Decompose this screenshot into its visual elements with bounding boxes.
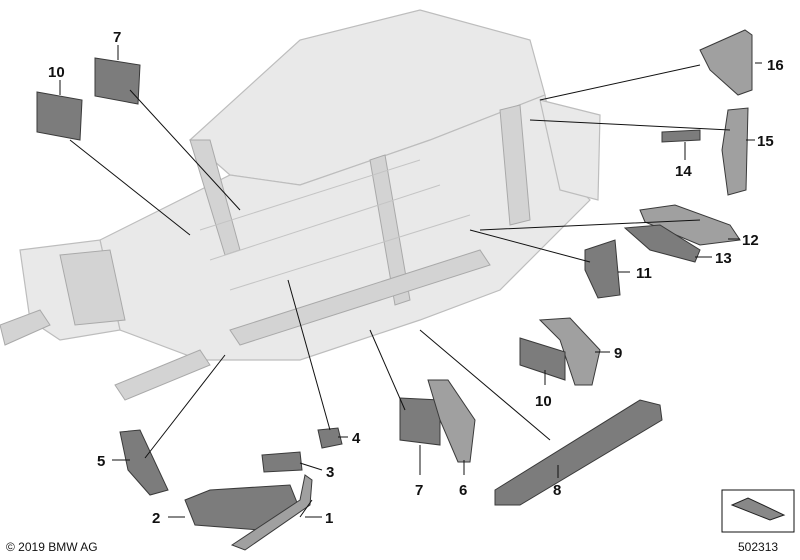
part-16-trim	[699, 29, 753, 96]
part-13-rail	[623, 224, 701, 263]
callout-14: 14	[675, 163, 692, 180]
callout-9: 9	[614, 345, 622, 362]
callout-3: 3	[326, 464, 334, 481]
callout-12: 12	[742, 232, 759, 249]
part-10b-panel	[519, 337, 566, 381]
part-3-connector	[261, 451, 303, 473]
copyright-notice: © 2019 BMW AG	[6, 540, 98, 554]
callouts: 1 2 3 4 5 6 7 7 8 9 10 10 11 12 13 14 15…	[48, 29, 784, 527]
part-9-cover	[538, 317, 601, 386]
callout-11: 11	[636, 265, 652, 282]
part-7b-panel	[399, 397, 441, 446]
part-8-sill-rail	[494, 399, 663, 506]
part-1-strip	[230, 474, 313, 551]
callout-7a: 7	[113, 29, 121, 46]
callout-6: 6	[459, 482, 467, 499]
parts	[36, 29, 753, 551]
leader-lines	[59, 45, 762, 518]
callout-7b: 7	[415, 482, 423, 499]
callout-15: 15	[757, 133, 774, 150]
part-11-bracket	[584, 239, 621, 299]
callout-8: 8	[553, 482, 561, 499]
part-4-plug	[317, 427, 343, 449]
callout-2: 2	[152, 510, 160, 527]
callout-1: 1	[325, 510, 333, 527]
part-14-clip	[661, 129, 701, 143]
callout-16: 16	[767, 57, 784, 74]
part-15-cover	[721, 107, 749, 196]
diagram-number: 502313	[738, 540, 779, 554]
callout-4: 4	[352, 430, 361, 447]
callout-10b: 10	[535, 393, 552, 410]
callout-13: 13	[715, 250, 732, 267]
part-10a-panel	[36, 91, 83, 141]
arrow-icon	[730, 497, 786, 521]
part-5-bracket	[119, 429, 169, 496]
callout-10a: 10	[48, 64, 65, 81]
orientation-box	[721, 489, 795, 533]
car-body-shell	[0, 9, 601, 401]
part-7a-panel	[94, 57, 141, 105]
callout-5: 5	[97, 453, 105, 470]
part-6-cover	[427, 379, 476, 463]
